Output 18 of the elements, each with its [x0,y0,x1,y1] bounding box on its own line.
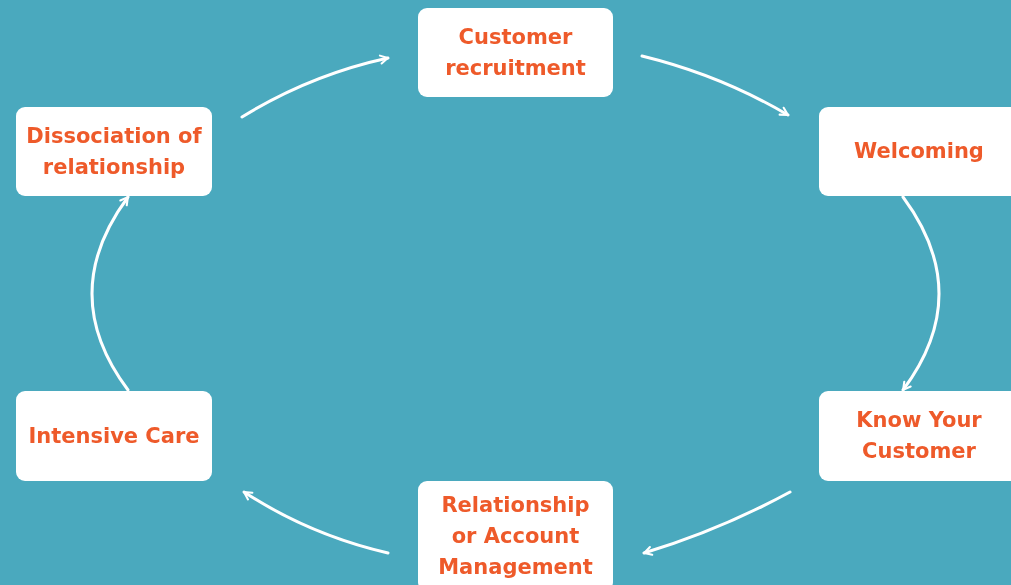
stage-box [819,391,1011,481]
stage-box [418,8,613,97]
stage-label: Know Your Customer [855,407,983,465]
curved-arrow [642,490,792,556]
stage-label: Intensive Care [28,422,200,450]
curved-arrow [901,195,941,392]
stage-box [819,107,1011,196]
stage-label: Dissociation of relationship [26,122,202,181]
curved-arrow [90,195,130,392]
stage-box [16,107,212,196]
stage-label: Customer recruitment [444,23,587,82]
stage-label: Relationship or Account Management [437,491,594,581]
curved-arrow [240,55,390,119]
stage-box [418,481,613,585]
curved-arrow [242,490,390,555]
curved-arrow [640,54,790,117]
stage-label: Welcoming [854,138,984,165]
stage-box [16,391,212,481]
